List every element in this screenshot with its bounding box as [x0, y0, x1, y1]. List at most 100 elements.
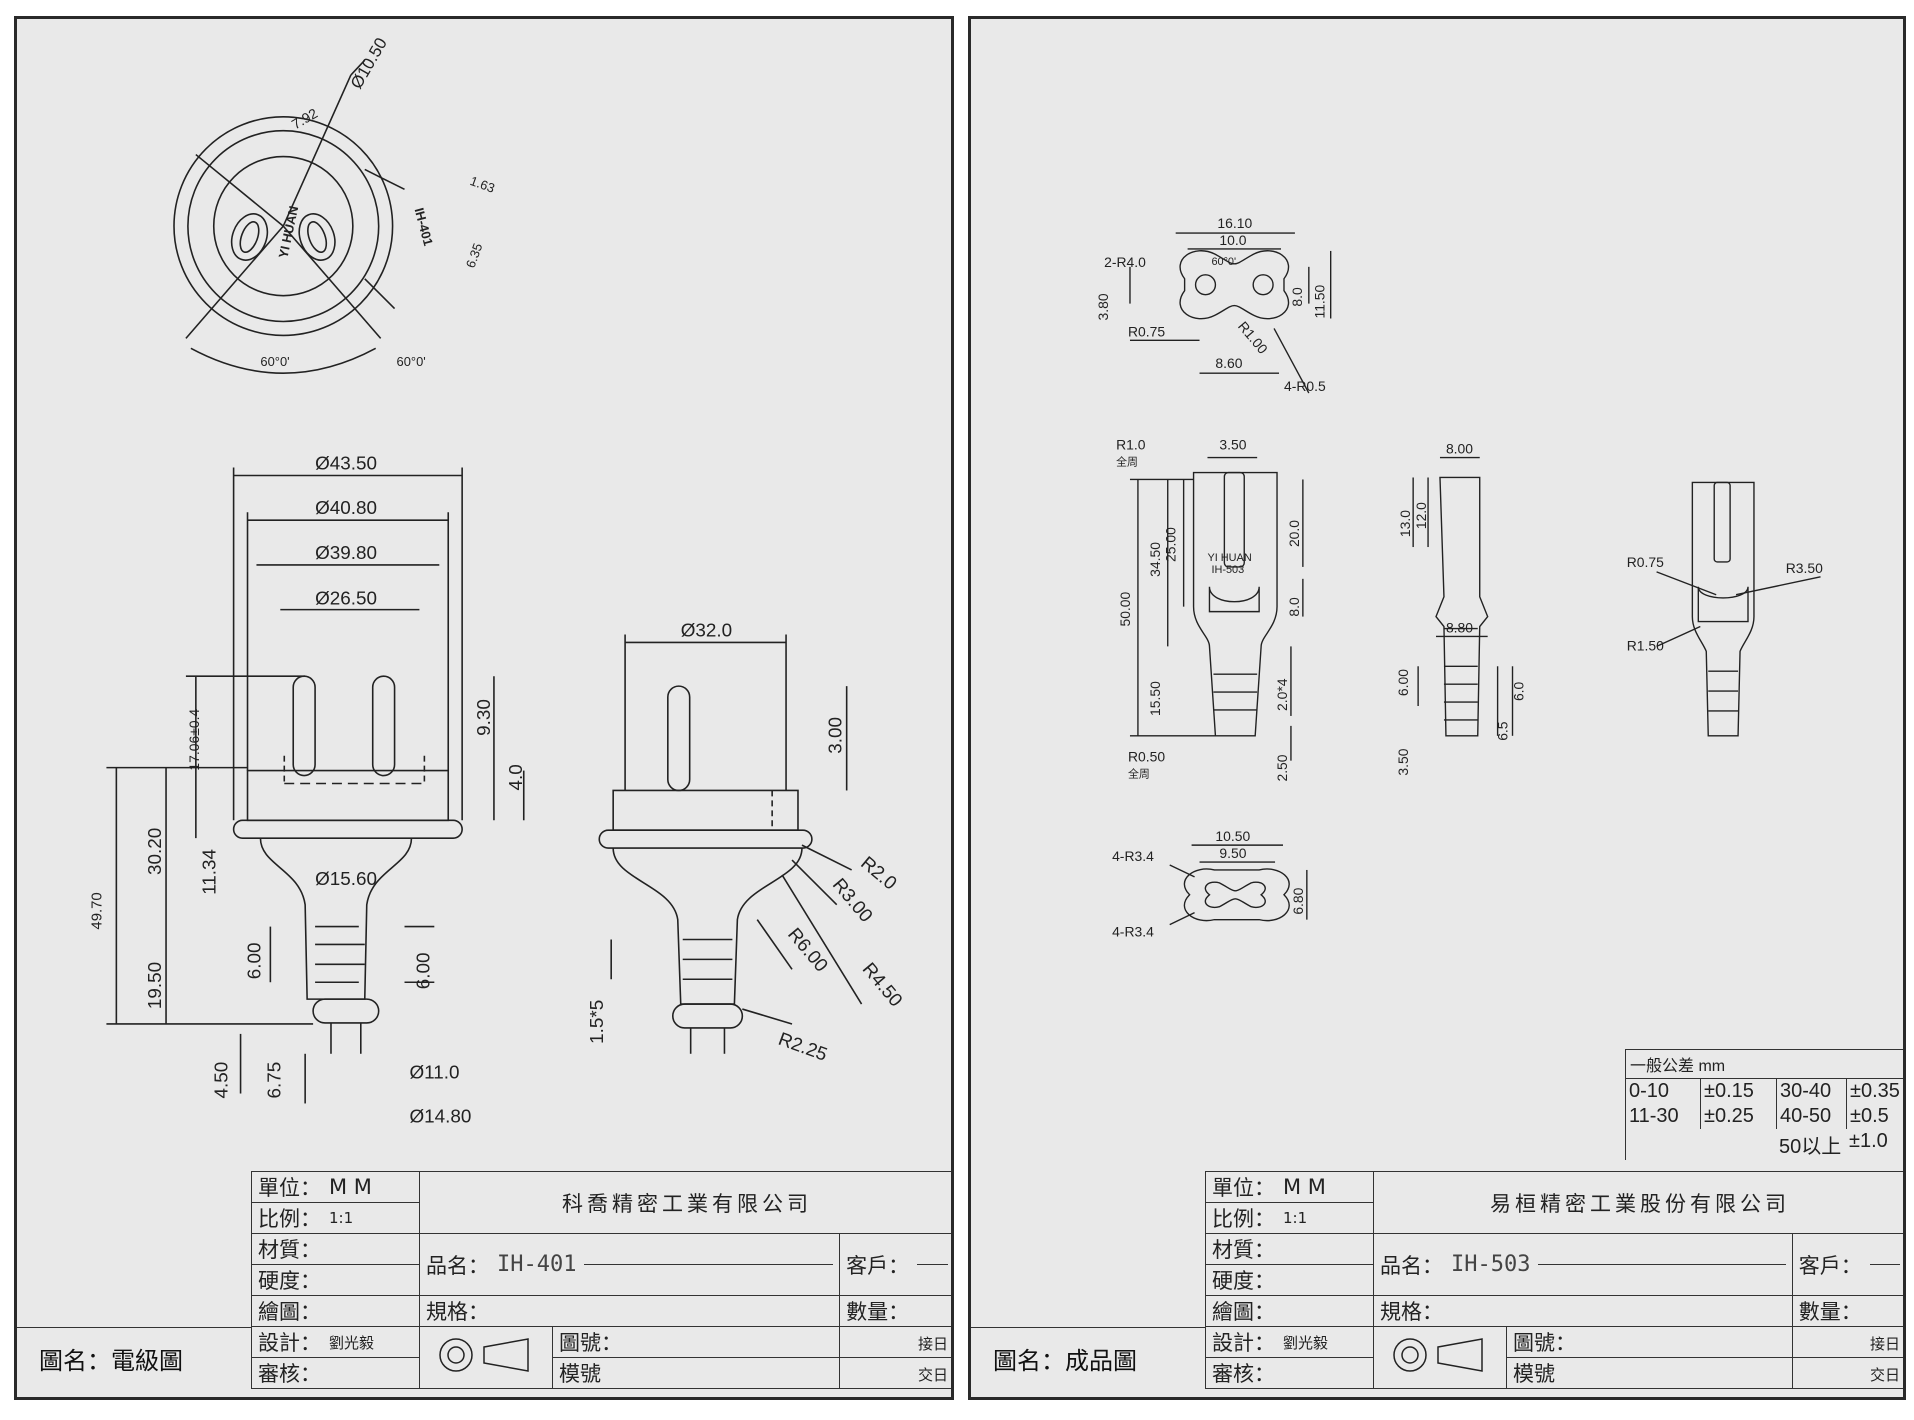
- scale-label: 比例：: [258, 1207, 321, 1231]
- face-brand-mark-right: YI HUAN: [1207, 552, 1251, 564]
- dim-8-80: 8.80: [1446, 619, 1473, 635]
- dim-d14-80: Ø14.80: [409, 1105, 471, 1126]
- plug-side-view-right: [1412, 456, 1514, 737]
- drafter-label: 繪圖：: [258, 1300, 321, 1324]
- dim-d15-60: Ø15.60: [315, 868, 377, 889]
- projection-symbol: [419, 1326, 553, 1389]
- tol-value: [1700, 1129, 1776, 1160]
- dim-4-r0-5: 4-R0.5: [1284, 378, 1326, 394]
- plug-side-view-2: [598, 634, 863, 1054]
- plug-front-view: [1129, 456, 1304, 761]
- dim-6-00-b: 6.00: [412, 952, 433, 989]
- company-name: 科喬精密工業有限公司: [419, 1171, 951, 1234]
- dim-r0-50: R0.50: [1128, 749, 1165, 765]
- drawing-title-label: 圖名：: [993, 1347, 1065, 1375]
- tol-value-2: ±0.35: [1846, 1079, 1903, 1104]
- dim-11-50: 11.50: [1312, 284, 1328, 318]
- reviewer-label: 審核：: [258, 1362, 321, 1386]
- dim-6-00: 6.00: [1395, 669, 1411, 696]
- dim-34-50: 34.50: [1147, 542, 1163, 577]
- dim-r3-00: R3.00: [829, 874, 877, 926]
- all-around-label-b: 全周: [1128, 767, 1150, 781]
- plug-drawing-ih503: 16.10 10.0 60°0' 2-R4.0 3.80 8.0 11.50 R…: [1095, 215, 1823, 939]
- reviewer-label: 審核：: [1212, 1362, 1275, 1386]
- dim-20-0: 20.0: [1286, 520, 1302, 547]
- dim-r1-00: R1.00: [1235, 318, 1271, 357]
- customer-label: 客戶：: [1798, 1253, 1862, 1278]
- dim-2-50: 2.50: [1274, 754, 1290, 781]
- dim-6-75: 6.75: [263, 1062, 284, 1099]
- dim-19-50: 19.50: [144, 962, 165, 1009]
- drawing-title-value: 成品圖: [1065, 1347, 1137, 1375]
- dim-12-0: 12.0: [1413, 502, 1429, 529]
- quantity-label: 數量：: [846, 1300, 910, 1324]
- company-name: 易桓精密工業股份有限公司: [1373, 1171, 1903, 1234]
- unit-label: 單位：: [1212, 1176, 1275, 1200]
- dim-4-0: 4.0: [505, 764, 526, 790]
- drafter-label: 繪圖：: [1212, 1300, 1275, 1324]
- spec-label: 規格：: [1380, 1300, 1443, 1324]
- dim-r1-0: R1.0: [1116, 437, 1146, 453]
- tol-range-2: 40-50: [1776, 1104, 1846, 1129]
- tol-value-2: ±1.0: [1849, 1130, 1888, 1152]
- dim-9-50: 9.50: [1219, 845, 1246, 861]
- dim-6-0: 6.0: [1510, 681, 1526, 701]
- dim-d10-50: Ø10.50: [347, 35, 391, 92]
- dim-r2-25: R2.25: [776, 1028, 830, 1065]
- dim-1-5x5: 1.5*5: [586, 1000, 607, 1044]
- drawing-sheet-right: 16.10 10.0 60°0' 2-R4.0 3.80 8.0 11.50 R…: [968, 16, 1906, 1400]
- scale-value: 1:1: [1283, 1209, 1308, 1227]
- designer-value: 劉光毅: [1283, 1333, 1329, 1352]
- dim-8-00: 8.00: [1446, 441, 1473, 457]
- dim-r3-50: R3.50: [1786, 560, 1823, 576]
- dim-1-63: 1.63: [468, 173, 497, 196]
- dim-2-r4-0: 2-R4.0: [1104, 254, 1146, 270]
- dim-r0-75-a: R0.75: [1128, 323, 1165, 339]
- dim-16-10: 16.10: [1217, 215, 1252, 231]
- dim-6-00-a: 6.00: [243, 943, 264, 980]
- all-around-label-a: 全周: [1116, 455, 1138, 469]
- dim-8-60: 8.60: [1215, 355, 1242, 371]
- mold-no-label: 模號: [559, 1362, 601, 1386]
- face-model-mark-right: IH-503: [1211, 564, 1244, 576]
- plug-back-view: [1656, 481, 1821, 737]
- dim-60-0: 60°0': [1211, 256, 1236, 268]
- dim-13-0: 13.0: [1397, 510, 1413, 537]
- dim-6-5: 6.5: [1495, 721, 1511, 741]
- dim-3-50-b: 3.50: [1395, 748, 1411, 775]
- dim-d43-50: Ø43.50: [315, 453, 377, 474]
- dim-17-06: 17.06±0.4: [186, 709, 202, 771]
- customer-label: 客戶：: [846, 1253, 910, 1278]
- material-label: 材質：: [258, 1238, 321, 1262]
- tol-range-2: 50以上: [1779, 1136, 1842, 1158]
- dim-10-50: 10.50: [1215, 828, 1250, 844]
- hardness-label: 硬度：: [1212, 1269, 1275, 1293]
- drawing-title-right: 圖名： 成品圖: [971, 1327, 1205, 1389]
- dim-3-00: 3.00: [825, 717, 846, 754]
- face-model-mark: IH-401: [412, 206, 437, 247]
- part-name-value: IH-503: [1451, 1252, 1531, 1277]
- tol-range-2: 30-40: [1776, 1079, 1846, 1104]
- dim-49-70: 49.70: [89, 892, 105, 929]
- dim-11-34: 11.34: [199, 849, 220, 895]
- plug-side-view: [106, 467, 525, 1104]
- receive-date-label: 接日: [1869, 1335, 1900, 1353]
- tol-value: ±0.15: [1700, 1079, 1776, 1104]
- delivery-date-label: 交日: [1869, 1366, 1900, 1384]
- dim-4-r3-4-a: 4-R3.4: [1112, 848, 1154, 864]
- mold-no-label: 模號: [1513, 1362, 1555, 1386]
- tol-range: 11-30: [1629, 1105, 1679, 1127]
- dim-angle-left: 60°0': [260, 354, 289, 369]
- dim-r0-75-b: R0.75: [1627, 554, 1664, 570]
- plug-face-view: [173, 59, 405, 374]
- plug-drawing-ih401: Ø10.50 7.92 1.63 6.35 60°0' 60°0' YI HUA…: [89, 35, 906, 1127]
- dim-angle-right: 60°0': [397, 354, 426, 369]
- dim-25-00: 25.00: [1163, 527, 1179, 562]
- drawing-title-left: 圖名： 電級圖: [17, 1327, 251, 1389]
- dim-d32-0: Ø32.0: [681, 619, 732, 640]
- unit-value: M M: [329, 1175, 372, 1199]
- title-block-right: 單位：M M 易桓精密工業股份有限公司 比例：1:1 材質： 品名：IH-503…: [1205, 1171, 1903, 1389]
- designer-label: 設計：: [258, 1331, 321, 1355]
- tolerance-title: 一般公差: [1630, 1058, 1695, 1075]
- title-block-left: 單位：M M 科喬精密工業有限公司 比例：1:1 材質： 品名：IH-401 客…: [251, 1171, 951, 1389]
